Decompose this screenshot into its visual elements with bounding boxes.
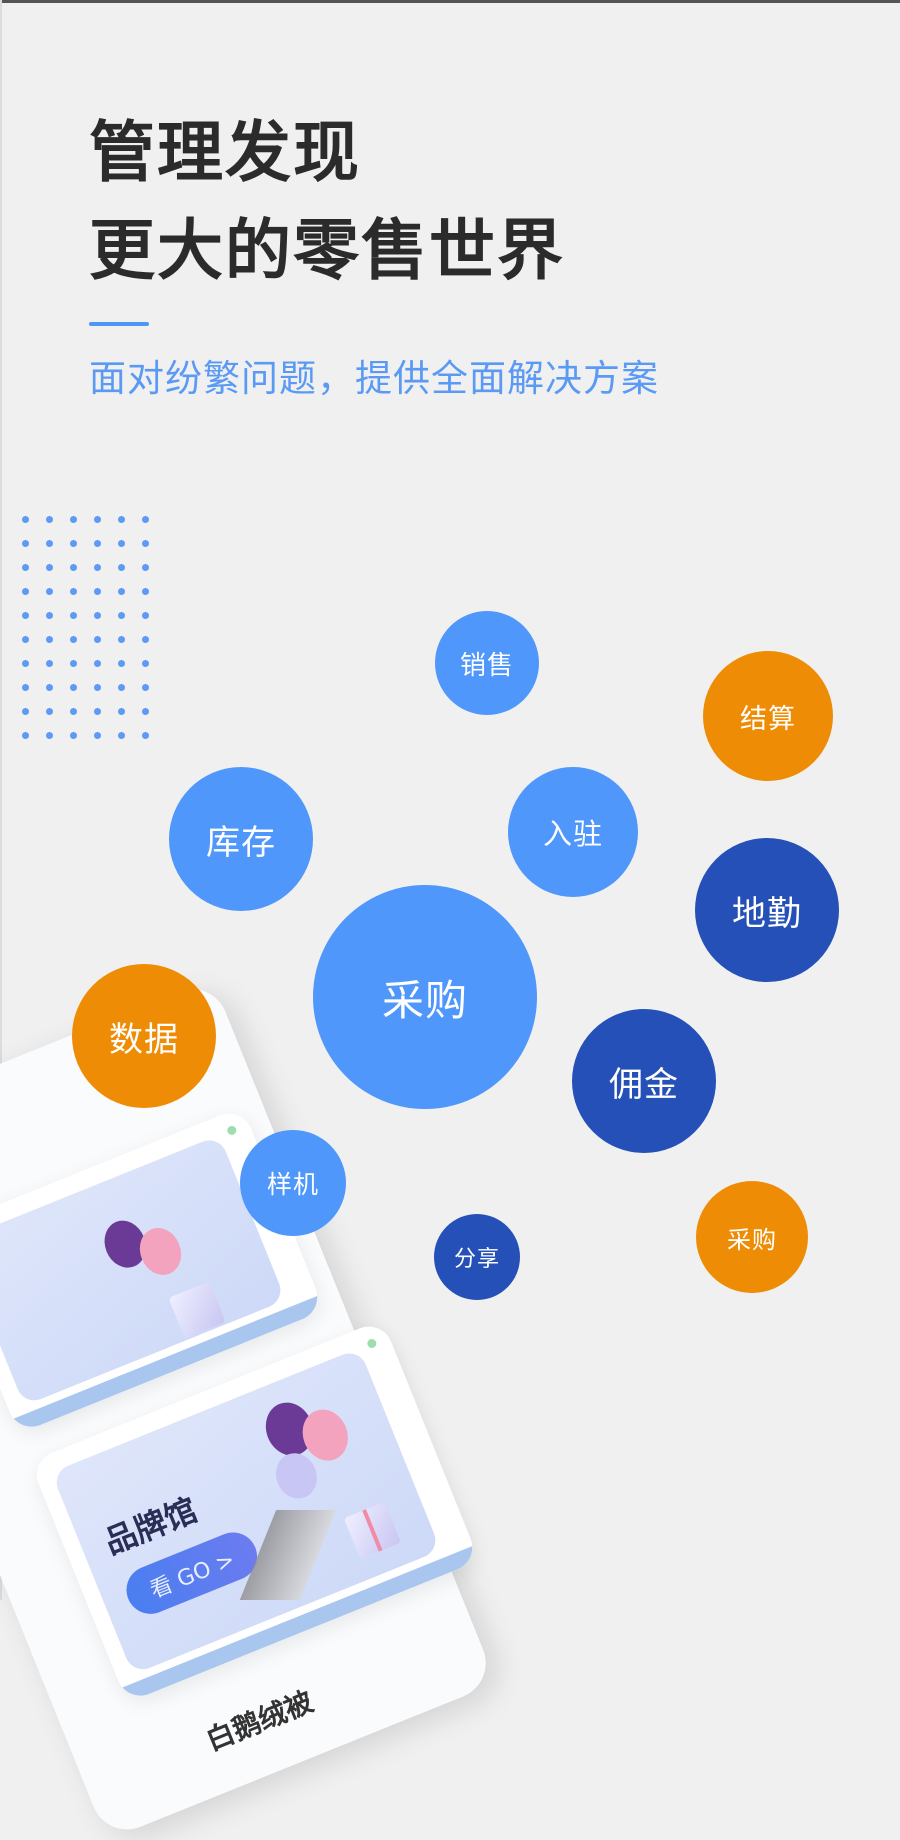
grid-dot: [142, 588, 149, 595]
grid-dot: [94, 564, 101, 571]
grid-dot: [94, 636, 101, 643]
grid-dot: [46, 564, 53, 571]
grid-dot: [46, 660, 53, 667]
feature-bubble[interactable]: 样机: [240, 1130, 346, 1236]
grid-dot: [118, 636, 125, 643]
grid-dot: [142, 540, 149, 547]
grid-dot: [118, 708, 125, 715]
grid-dot: [142, 612, 149, 619]
accent-divider: [89, 322, 149, 326]
feature-bubble[interactable]: 结算: [703, 651, 833, 781]
hero-title-line1: 管理发现: [89, 114, 361, 191]
feature-bubble-label: 入驻: [542, 817, 603, 851]
feature-bubble[interactable]: 地勤: [695, 838, 839, 982]
grid-dot: [70, 660, 77, 667]
feature-bubble-label: 样机: [266, 1170, 319, 1199]
grid-dot: [46, 708, 53, 715]
grid-dot: [22, 516, 29, 523]
grid-dot: [70, 516, 77, 523]
feature-bubble-label: 结算: [740, 703, 796, 735]
screen-edge: [0, 0, 2, 1600]
indicator-dot: [365, 1337, 378, 1350]
decorative-dot-grid: [19, 513, 159, 753]
grid-dot: [142, 708, 149, 715]
grid-dot: [46, 516, 53, 523]
grid-dot: [46, 540, 53, 547]
grid-dot: [118, 684, 125, 691]
grid-dot: [142, 732, 149, 739]
feature-bubble[interactable]: 采购: [313, 885, 537, 1109]
grid-dot: [118, 612, 125, 619]
status-bar-edge: [0, 0, 900, 3]
feature-bubble-label: 库存: [206, 822, 276, 863]
grid-dot: [70, 708, 77, 715]
hero-subtitle: 面对纷繁问题，提供全面解决方案: [89, 357, 659, 400]
grid-dot: [70, 612, 77, 619]
grid-dot: [70, 564, 77, 571]
grid-dot: [94, 516, 101, 523]
grid-dot: [70, 636, 77, 643]
grid-dot: [142, 564, 149, 571]
grid-dot: [94, 540, 101, 547]
feature-bubble-label: 佣金: [609, 1064, 679, 1105]
grid-dot: [94, 684, 101, 691]
grid-dot: [22, 660, 29, 667]
grid-dot: [94, 588, 101, 595]
feature-bubble-label: 数据: [109, 1019, 179, 1060]
grid-dot: [94, 660, 101, 667]
grid-dot: [22, 540, 29, 547]
indicator-dot: [225, 1124, 238, 1137]
grid-dot: [22, 564, 29, 571]
grid-dot: [46, 636, 53, 643]
grid-dot: [70, 588, 77, 595]
grid-dot: [118, 588, 125, 595]
grid-dot: [22, 732, 29, 739]
grid-dot: [118, 540, 125, 547]
grid-dot: [46, 612, 53, 619]
grid-dot: [118, 516, 125, 523]
feature-bubble[interactable]: 佣金: [572, 1009, 716, 1153]
grid-dot: [142, 636, 149, 643]
grid-dot: [22, 612, 29, 619]
grid-dot: [22, 636, 29, 643]
grid-dot: [22, 588, 29, 595]
grid-dot: [22, 708, 29, 715]
feature-bubble-label: 销售: [459, 650, 514, 681]
grid-dot: [70, 732, 77, 739]
grid-dot: [70, 684, 77, 691]
grid-dot: [118, 660, 125, 667]
feature-bubble-label: 采购: [381, 975, 468, 1025]
grid-dot: [46, 588, 53, 595]
grid-dot: [118, 564, 125, 571]
grid-dot: [142, 516, 149, 523]
feature-bubble[interactable]: 销售: [435, 611, 539, 715]
grid-dot: [94, 732, 101, 739]
feature-bubble[interactable]: 分享: [434, 1214, 520, 1300]
hero-title-line2: 更大的零售世界: [89, 212, 565, 289]
grid-dot: [118, 732, 125, 739]
grid-dot: [46, 684, 53, 691]
feature-bubble[interactable]: 数据: [72, 964, 216, 1108]
grid-dot: [70, 540, 77, 547]
feature-bubble-label: 采购: [727, 1225, 777, 1254]
feature-bubble[interactable]: 库存: [169, 767, 313, 911]
grid-dot: [94, 612, 101, 619]
feature-bubble[interactable]: 入驻: [508, 767, 638, 897]
grid-dot: [142, 660, 149, 667]
grid-dot: [94, 708, 101, 715]
feature-bubble-label: 地勤: [732, 893, 802, 934]
grid-dot: [46, 732, 53, 739]
feature-bubble[interactable]: 采购: [696, 1181, 808, 1293]
feature-bubble-label: 分享: [453, 1247, 500, 1272]
grid-dot: [22, 684, 29, 691]
grid-dot: [142, 684, 149, 691]
gift-ribbon: [362, 1509, 383, 1552]
